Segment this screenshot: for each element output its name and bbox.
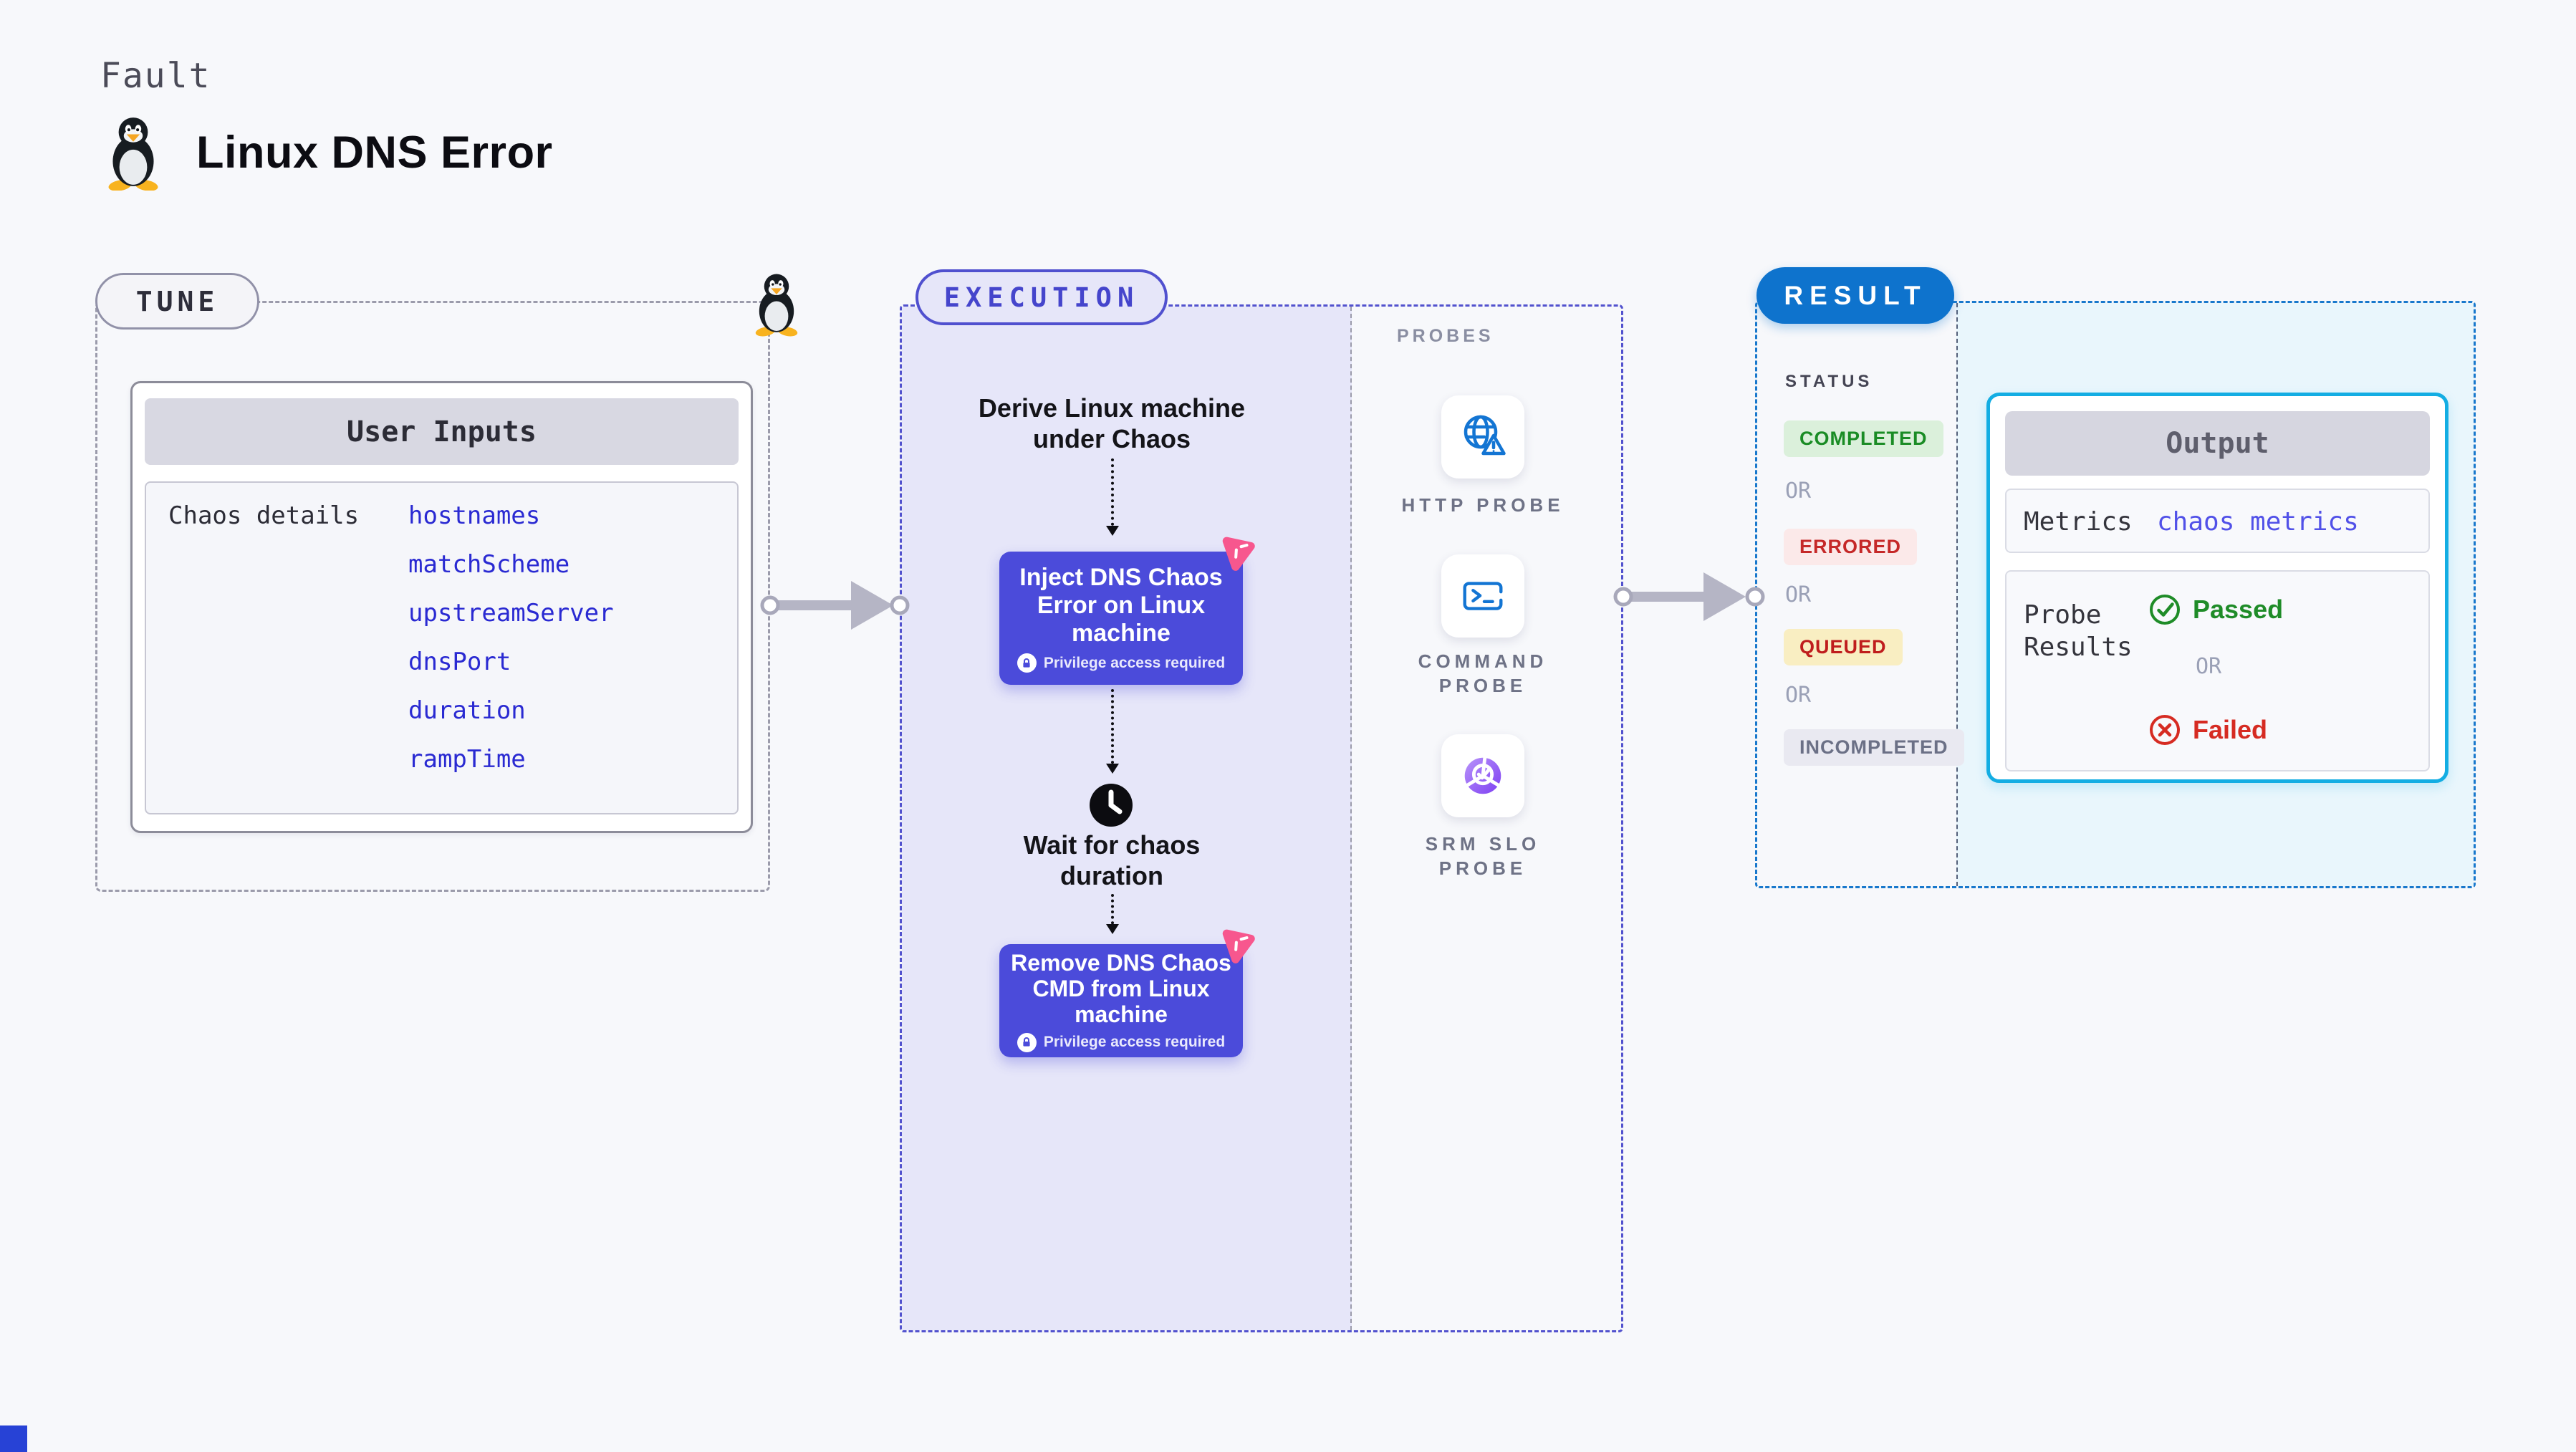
chaos-input-list: hostnames matchScheme upstreamServer dns… xyxy=(408,491,614,784)
tux-linux-icon-small xyxy=(749,270,804,337)
status-badge-incompleted: INCOMPLETED xyxy=(1784,729,1964,766)
probe-results-label: Probe Results xyxy=(2024,600,2133,662)
status-badge-completed: COMPLETED xyxy=(1784,420,1943,457)
remove-dns-chaos-button[interactable]: Remove DNS Chaos CMD from Linux machine … xyxy=(999,929,1255,1057)
tune-pill: TUNE xyxy=(95,273,259,330)
command-probe-label: COMMAND PROBE xyxy=(1418,650,1548,696)
fault-eyebrow-label: Fault xyxy=(100,56,211,96)
http-probe-card[interactable] xyxy=(1441,395,1524,479)
metrics-label: Metrics xyxy=(2024,507,2133,537)
input-link-matchscheme[interactable]: matchScheme xyxy=(408,550,570,579)
check-circle-icon xyxy=(2148,593,2181,626)
privilege-note: Privilege access required xyxy=(1043,654,1226,671)
tux-linux-icon xyxy=(100,115,166,191)
output-card-header: Output xyxy=(2005,411,2430,476)
chaos-metrics-link[interactable]: chaos metrics xyxy=(2157,507,2359,537)
input-link-upstreamserver[interactable]: upstreamServer xyxy=(408,599,614,628)
passed-result: Passed xyxy=(2148,593,2283,626)
page-title: Linux DNS Error xyxy=(196,128,553,178)
probes-section-label: PROBES xyxy=(1397,326,1494,346)
input-link-duration[interactable]: duration xyxy=(408,696,526,725)
srm-slo-probe-label: SRM SLO PROBE xyxy=(1425,833,1541,879)
terminal-icon xyxy=(1458,571,1508,621)
status-column-label: STATUS xyxy=(1785,372,1873,391)
chaos-marker-icon xyxy=(1218,533,1256,572)
failed-result: Failed xyxy=(2148,713,2267,746)
lock-icon xyxy=(1017,653,1037,673)
status-badge-errored: ERRORED xyxy=(1784,529,1918,565)
http-probe-label: HTTP PROBE xyxy=(1401,494,1565,516)
output-card: Output Metrics chaos metrics Probe Resul… xyxy=(1986,393,2448,783)
input-link-dnsport[interactable]: dnsPort xyxy=(408,648,511,676)
chaos-marker-icon xyxy=(1218,925,1256,964)
flow-arrow-down-3 xyxy=(1106,894,1119,934)
input-link-hostnames[interactable]: hostnames xyxy=(408,501,541,530)
failed-label: Failed xyxy=(2193,715,2268,744)
probe-results-row: Probe Results Passed OR F xyxy=(2005,570,2430,771)
chaos-details-panel xyxy=(145,481,739,814)
input-link-ramptime[interactable]: rampTime xyxy=(408,745,526,774)
or-separator: OR xyxy=(1785,683,1812,708)
user-inputs-header: User Inputs xyxy=(145,398,739,465)
derive-step-label: Derive Linux machine under Chaos xyxy=(978,393,1246,453)
flow-arrow-down-2 xyxy=(1106,689,1119,774)
privilege-note: Privilege access required xyxy=(1043,1034,1226,1050)
slo-donut-icon xyxy=(1458,751,1508,801)
metrics-row: Metrics chaos metrics xyxy=(2005,489,2430,553)
or-separator: OR xyxy=(2196,654,2222,679)
globe-alert-icon xyxy=(1457,411,1509,463)
inject-button-label: Inject DNS Chaos Error on Linux machine xyxy=(1019,564,1223,647)
x-circle-icon xyxy=(2148,713,2181,746)
passed-label: Passed xyxy=(2193,595,2284,624)
privilege-row: Privilege access required xyxy=(1017,653,1225,673)
or-separator: OR xyxy=(1785,479,1812,504)
wait-step-label: Wait for chaos duration xyxy=(1023,830,1201,890)
result-pill: RESULT xyxy=(1756,267,1954,324)
lock-icon xyxy=(1017,1032,1037,1052)
bottom-left-artifact xyxy=(0,1425,27,1452)
status-badge-queued: QUEUED xyxy=(1784,629,1903,665)
or-separator: OR xyxy=(1785,582,1812,607)
inject-dns-chaos-button[interactable]: Inject DNS Chaos Error on Linux machine … xyxy=(999,537,1255,685)
execution-pill: EXECUTION xyxy=(915,269,1168,325)
flow-arrow-down-1 xyxy=(1106,458,1119,536)
remove-button-label: Remove DNS Chaos CMD from Linux machine xyxy=(1011,949,1231,1027)
privilege-row: Privilege access required xyxy=(1017,1032,1226,1052)
page-header: Linux DNS Error xyxy=(100,115,553,191)
command-probe-card[interactable] xyxy=(1441,554,1524,638)
chaos-details-label: Chaos details xyxy=(168,501,360,530)
srm-slo-probe-card[interactable] xyxy=(1441,734,1524,817)
clock-icon xyxy=(1088,782,1134,828)
